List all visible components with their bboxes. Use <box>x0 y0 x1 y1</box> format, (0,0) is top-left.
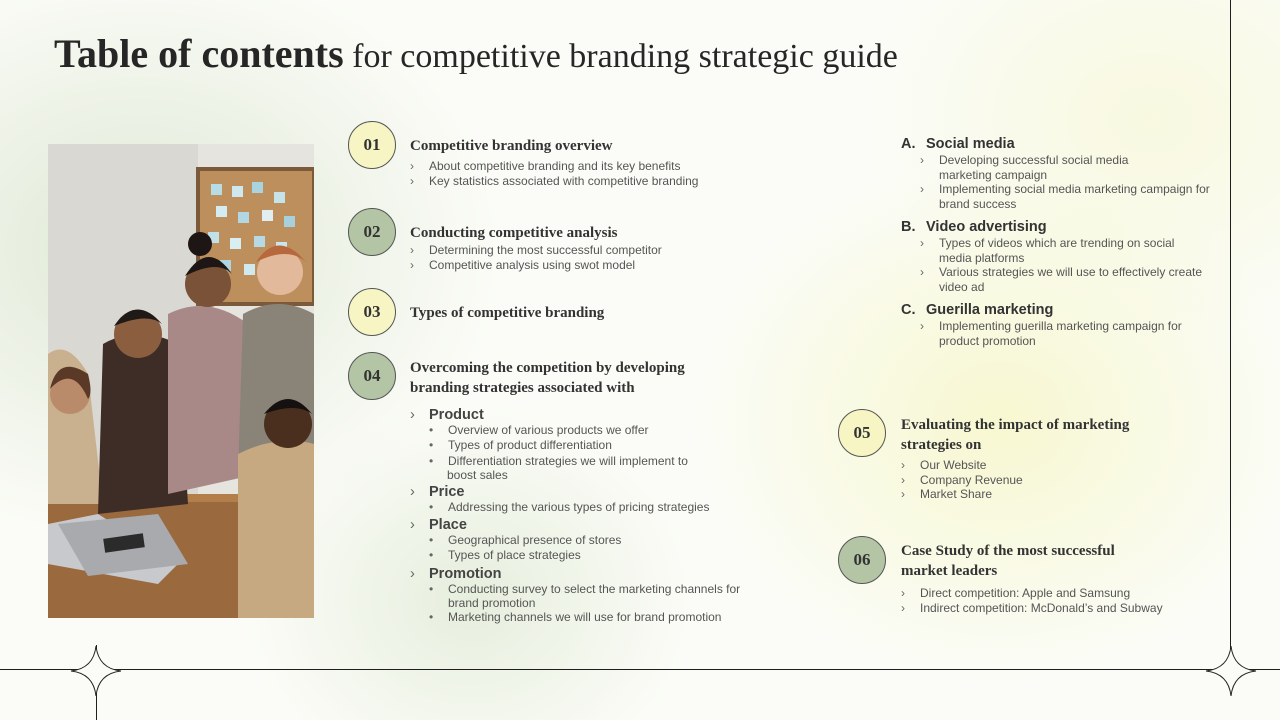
frame-line-bottom <box>0 669 1280 670</box>
arrow-icon: › <box>920 265 924 279</box>
bullet-icon: • <box>429 533 434 548</box>
arrow-icon: › <box>410 517 415 534</box>
list-item-continuation: media platforms <box>939 250 1025 265</box>
arrow-icon: › <box>901 458 905 472</box>
page-title: Table of contents for competitive brandi… <box>54 30 898 77</box>
category-price[interactable]: ›Price <box>410 483 465 500</box>
list-item: ›Market Share <box>901 487 993 501</box>
section-06-title-line2: market leaders <box>901 563 998 579</box>
section-06-list: ›Direct competition: Apple and Samsung ›… <box>901 586 1163 615</box>
arrow-icon: › <box>410 483 415 500</box>
list-item-continuation: brand promotion <box>448 596 536 611</box>
list-item-continuation: brand success <box>939 196 1017 211</box>
category-place[interactable]: ›Place <box>410 517 467 534</box>
list-item: ›Indirect competition: McDonald’s and Su… <box>901 600 1163 615</box>
list-item: •Overview of various products we offer <box>429 423 649 437</box>
list-item: •Types of place strategies <box>429 548 581 563</box>
frame-line-right <box>1230 0 1231 670</box>
arrow-icon: › <box>920 182 924 196</box>
bullet-icon: • <box>429 453 434 468</box>
section-04-list: ›Product •Overview of various products w… <box>410 405 740 625</box>
list-item: ›Types of videos which are trending on s… <box>920 236 1175 250</box>
list-item: •Marketing channels we will use for bran… <box>429 610 722 625</box>
list-item-continuation: product promotion <box>939 333 1036 348</box>
subsection-a-heading[interactable]: A.Social media <box>901 136 1015 152</box>
bullet-icon: • <box>429 610 434 625</box>
arrow-icon: › <box>410 173 414 188</box>
arrow-icon: › <box>901 600 905 615</box>
section-02-number-badge: 02 <box>348 208 396 256</box>
section-01-list: ›About competitive branding and its key … <box>410 159 698 188</box>
list-item: ›Developing successful social media <box>920 153 1129 167</box>
title-bold: Table of contents <box>54 31 344 76</box>
list-item: ›About competitive branding and its key … <box>410 159 681 173</box>
list-item-continuation: video ad <box>939 279 985 294</box>
list-item-continuation: boost sales <box>447 467 508 482</box>
section-05-title[interactable]: Evaluating the impact of marketing strat… <box>901 415 1129 455</box>
arrow-icon: › <box>410 243 414 257</box>
category-product[interactable]: ›Product <box>410 407 484 423</box>
list-item: ›Implementing guerilla marketing campaig… <box>920 319 1182 333</box>
list-item: •Addressing the various types of pricing… <box>429 499 710 514</box>
subsection-b-heading[interactable]: B.Video advertising <box>901 219 1047 235</box>
section-01-title[interactable]: Competitive branding overview <box>410 138 613 154</box>
arrow-icon: › <box>920 236 924 250</box>
section-05-number-badge: 05 <box>838 409 886 457</box>
section-02-title[interactable]: Conducting competitive analysis <box>410 225 618 241</box>
section-01-number-badge: 01 <box>348 121 396 169</box>
section-03-title[interactable]: Types of competitive branding <box>410 305 605 321</box>
arrow-icon: › <box>410 159 414 173</box>
section-04-title[interactable]: Overcoming the competition by developing… <box>410 358 685 398</box>
bullet-icon: • <box>429 438 434 453</box>
arrow-icon: › <box>410 257 414 272</box>
arrow-icon: › <box>410 565 415 582</box>
list-item: •Types of product differentiation <box>429 438 612 453</box>
section-06-title-line1: Case Study of the most successful <box>901 543 1115 559</box>
list-item: ›Determining the most successful competi… <box>410 243 662 257</box>
list-item: ›Company Revenue <box>901 472 1023 487</box>
team-photo <box>48 144 314 618</box>
list-item: ›Implementing social media marketing cam… <box>920 182 1210 196</box>
list-item: ›Direct competition: Apple and Samsung <box>901 586 1131 600</box>
arrow-icon: › <box>901 487 905 501</box>
list-item: •Conducting survey to select the marketi… <box>429 581 741 596</box>
bullet-icon: • <box>429 548 434 563</box>
bullet-icon: • <box>429 581 434 596</box>
arrow-icon: › <box>920 319 924 333</box>
arrow-icon: › <box>920 153 924 167</box>
list-item: ›Various strategies we will use to effec… <box>920 265 1203 279</box>
bullet-icon: • <box>429 423 434 437</box>
section-03-number-badge: 03 <box>348 288 396 336</box>
subsection-c-heading[interactable]: C.Guerilla marketing <box>901 302 1054 318</box>
lettered-subsections: A.Social media ›Developing successful so… <box>901 136 1210 348</box>
star-icon-right <box>1205 645 1257 697</box>
section-05-list: ›Our Website ›Company Revenue ›Market Sh… <box>901 458 1023 502</box>
section-05-title-line2: strategies on <box>901 437 982 453</box>
section-02-list: ›Determining the most successful competi… <box>410 243 662 272</box>
title-rest: for competitive branding strategic guide <box>343 38 898 75</box>
category-promotion[interactable]: ›Promotion <box>410 565 502 582</box>
list-item: ›Key statistics associated with competit… <box>410 173 699 188</box>
list-item-continuation: marketing campaign <box>939 167 1048 182</box>
list-item: ›Our Website <box>901 458 987 472</box>
section-06-number-badge: 06 <box>838 536 886 584</box>
list-item: •Differentiation strategies we will impl… <box>429 453 688 468</box>
section-06-title[interactable]: Case Study of the most successful market… <box>901 541 1115 581</box>
list-item: ›Competitive analysis using swot model <box>410 257 636 272</box>
bullet-icon: • <box>429 499 434 514</box>
section-04-title-line2: branding strategies associated with <box>410 380 635 396</box>
arrow-icon: › <box>901 472 905 487</box>
arrow-icon: › <box>901 586 905 600</box>
section-04-title-line1: Overcoming the competition by developing <box>410 360 685 376</box>
arrow-icon: › <box>410 407 415 423</box>
section-05-title-line1: Evaluating the impact of marketing <box>901 417 1130 433</box>
section-04-number-badge: 04 <box>348 352 396 400</box>
star-icon-left <box>70 645 122 697</box>
list-item: •Geographical presence of stores <box>429 533 622 548</box>
